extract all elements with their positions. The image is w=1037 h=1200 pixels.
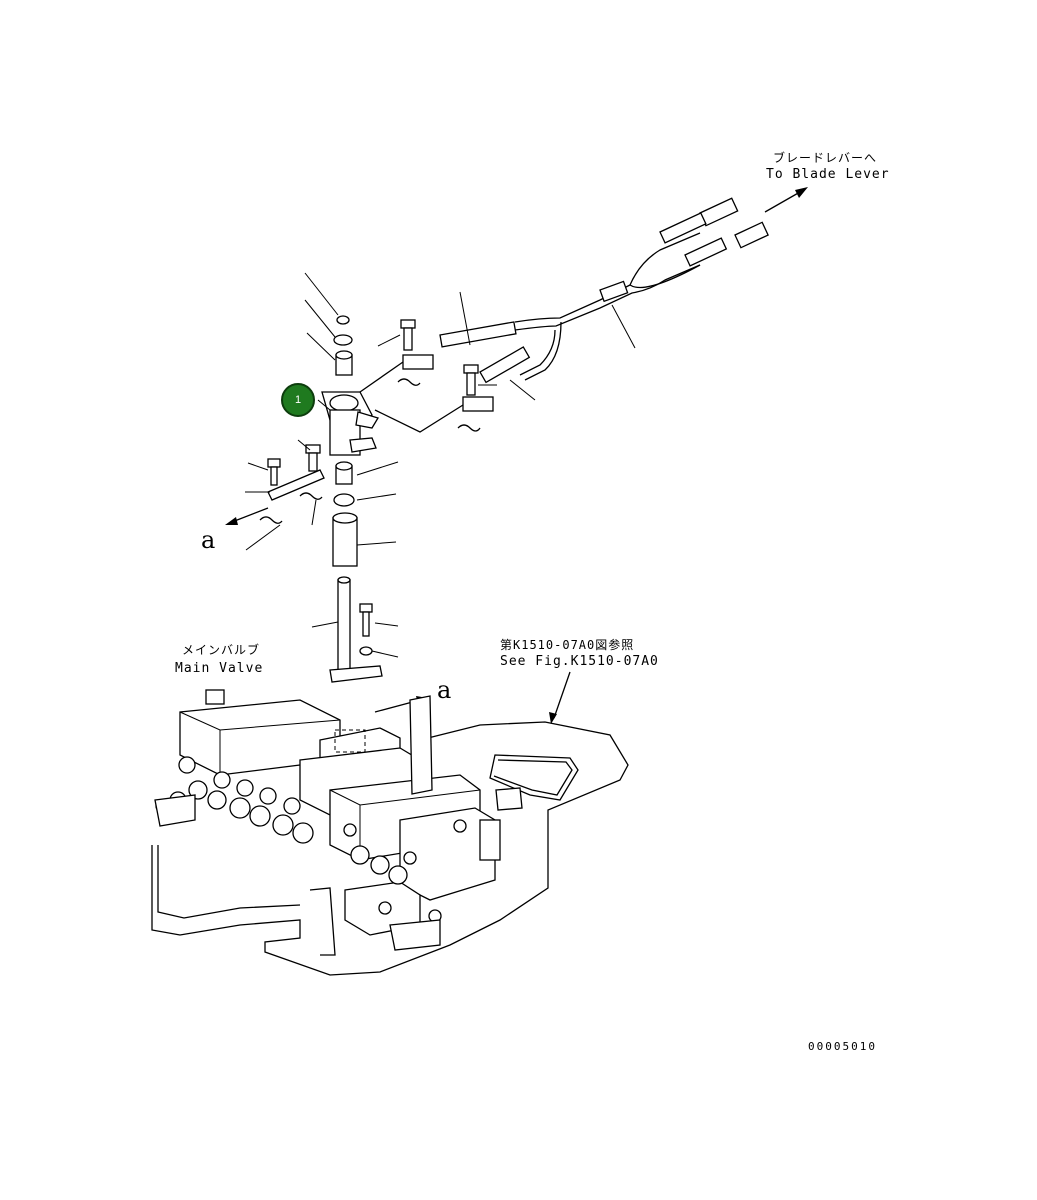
item-callout-1[interactable]: 1 [281,383,315,417]
break-marks [259,378,481,524]
reference-figure-label-jp: 第K1510-07A0図参照 [500,638,635,652]
reference-arrow [549,671,571,724]
blade-lever-label-jp: ブレードレバーへ [773,151,878,165]
main-valve-label-en: Main Valve [175,661,264,676]
section-arrows [225,507,428,713]
bolts-upper [400,319,479,396]
lever-stack [267,315,383,683]
blade-lever-label-en: To Blade Lever [766,167,890,182]
reference-figure-label-en: See Fig.K1510-07A0 [500,654,659,669]
floor-plate [151,721,629,976]
cable-assembly [359,197,769,433]
drawing-code: 00005010 [808,1040,877,1053]
main-valve-label-jp: メインバルブ [182,643,261,657]
main-valve [154,689,523,951]
section-label-a-right: a [437,676,452,704]
leader-lines [245,272,636,658]
section-label-a-left: a [201,526,216,554]
blade-lever-arrow [764,187,808,213]
item-callout-1-number: 1 [294,394,302,406]
